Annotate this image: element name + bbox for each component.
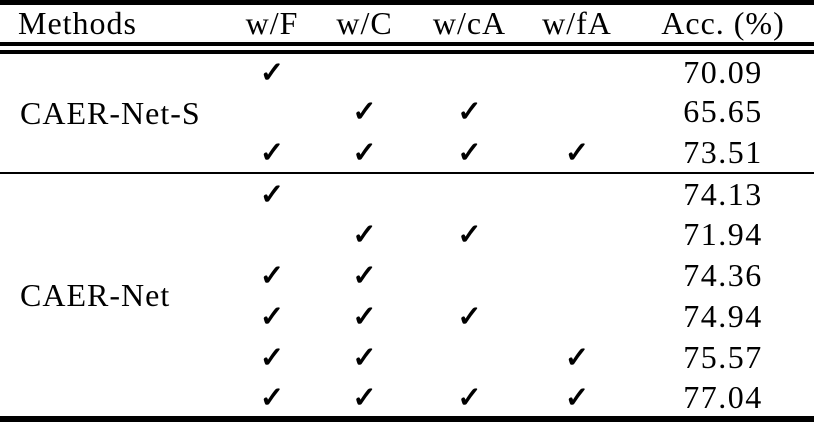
method-label-caer-net-s: CAER-Net-S <box>20 94 201 131</box>
check-cell <box>522 91 632 132</box>
check-cell <box>522 214 632 255</box>
check-cell <box>417 173 522 214</box>
check-cell: ✓ <box>352 379 377 414</box>
table-row: ✓ ✓ 65.65 <box>0 91 814 132</box>
table-row: ✓ ✓ 71.94 <box>0 214 814 255</box>
table-row: ✓ ✓ ✓ ✓ 77.04 <box>0 378 814 419</box>
check-cell: ✓ <box>457 134 482 169</box>
check-cell: ✓ <box>352 340 377 374</box>
col-header-wc: w/C <box>336 5 393 41</box>
accuracy-value: 70.09 <box>683 54 763 90</box>
check-cell <box>522 173 632 214</box>
check-cell: ✓ <box>259 55 285 89</box>
group-caer-net: CAER-Net ✓ 74.13 ✓ ✓ 71.94 ✓ ✓ 74.36 <box>0 173 814 419</box>
check-cell <box>312 173 417 214</box>
col-header-wca: w/cA <box>432 5 507 41</box>
accuracy-value: 77.04 <box>683 378 763 415</box>
accuracy-value: 75.57 <box>683 339 763 375</box>
check-cell: ✓ <box>259 176 285 211</box>
col-header-acc: Acc. (%) <box>661 5 785 41</box>
check-cell: ✓ <box>352 94 377 128</box>
table-row: ✓ ✓ ✓ 74.94 <box>0 296 814 337</box>
header-row: Methods w/F w/C w/cA w/fA Acc. (%) <box>0 3 814 48</box>
check-cell: ✓ <box>259 258 285 292</box>
table-row: CAER-Net-S ✓ 70.09 <box>0 48 814 131</box>
check-cell: ✓ <box>259 134 285 169</box>
check-cell: ✓ <box>352 217 377 251</box>
col-header-wf: w/F <box>245 5 299 41</box>
method-label-caer-net: CAER-Net <box>20 276 171 313</box>
accuracy-value: 73.51 <box>683 133 763 170</box>
table-row: ✓ ✓ 74.36 <box>0 255 814 296</box>
check-cell: ✓ <box>352 134 377 169</box>
check-cell: ✓ <box>564 134 590 169</box>
check-cell: ✓ <box>564 379 590 414</box>
check-cell <box>312 48 417 91</box>
table-row: CAER-Net ✓ 74.13 <box>0 173 814 313</box>
col-header-wfa: w/fA <box>542 5 612 41</box>
group-caer-net-s: CAER-Net-S ✓ 70.09 ✓ ✓ 65.65 ✓ ✓ ✓ ✓ 73.… <box>0 48 814 173</box>
check-cell: ✓ <box>564 340 590 374</box>
check-cell: ✓ <box>352 299 377 333</box>
accuracy-value: 65.65 <box>683 93 763 129</box>
check-cell: ✓ <box>457 379 482 414</box>
ablation-results-table: Methods w/F w/C w/cA w/fA Acc. (%) CAER-… <box>0 0 814 422</box>
check-cell <box>522 255 632 296</box>
check-cell <box>522 296 632 337</box>
check-cell: ✓ <box>457 299 482 333</box>
accuracy-value: 74.36 <box>683 257 763 293</box>
col-header-methods: Methods <box>18 5 137 41</box>
table-row: ✓ ✓ ✓ 75.57 <box>0 337 814 378</box>
check-cell <box>417 337 522 378</box>
accuracy-value: 74.13 <box>683 175 763 212</box>
check-cell: ✓ <box>352 258 377 292</box>
check-cell <box>417 48 522 91</box>
check-cell: ✓ <box>259 379 285 414</box>
check-cell: ✓ <box>457 94 482 128</box>
check-cell <box>417 255 522 296</box>
check-cell: ✓ <box>259 340 285 374</box>
check-cell: ✓ <box>457 217 482 251</box>
table-row: ✓ ✓ ✓ ✓ 73.51 <box>0 132 814 173</box>
accuracy-value: 74.94 <box>683 298 763 334</box>
accuracy-value: 71.94 <box>683 216 763 252</box>
check-cell <box>522 48 632 91</box>
check-cell <box>232 91 312 132</box>
check-cell <box>232 214 312 255</box>
check-cell: ✓ <box>259 299 285 333</box>
